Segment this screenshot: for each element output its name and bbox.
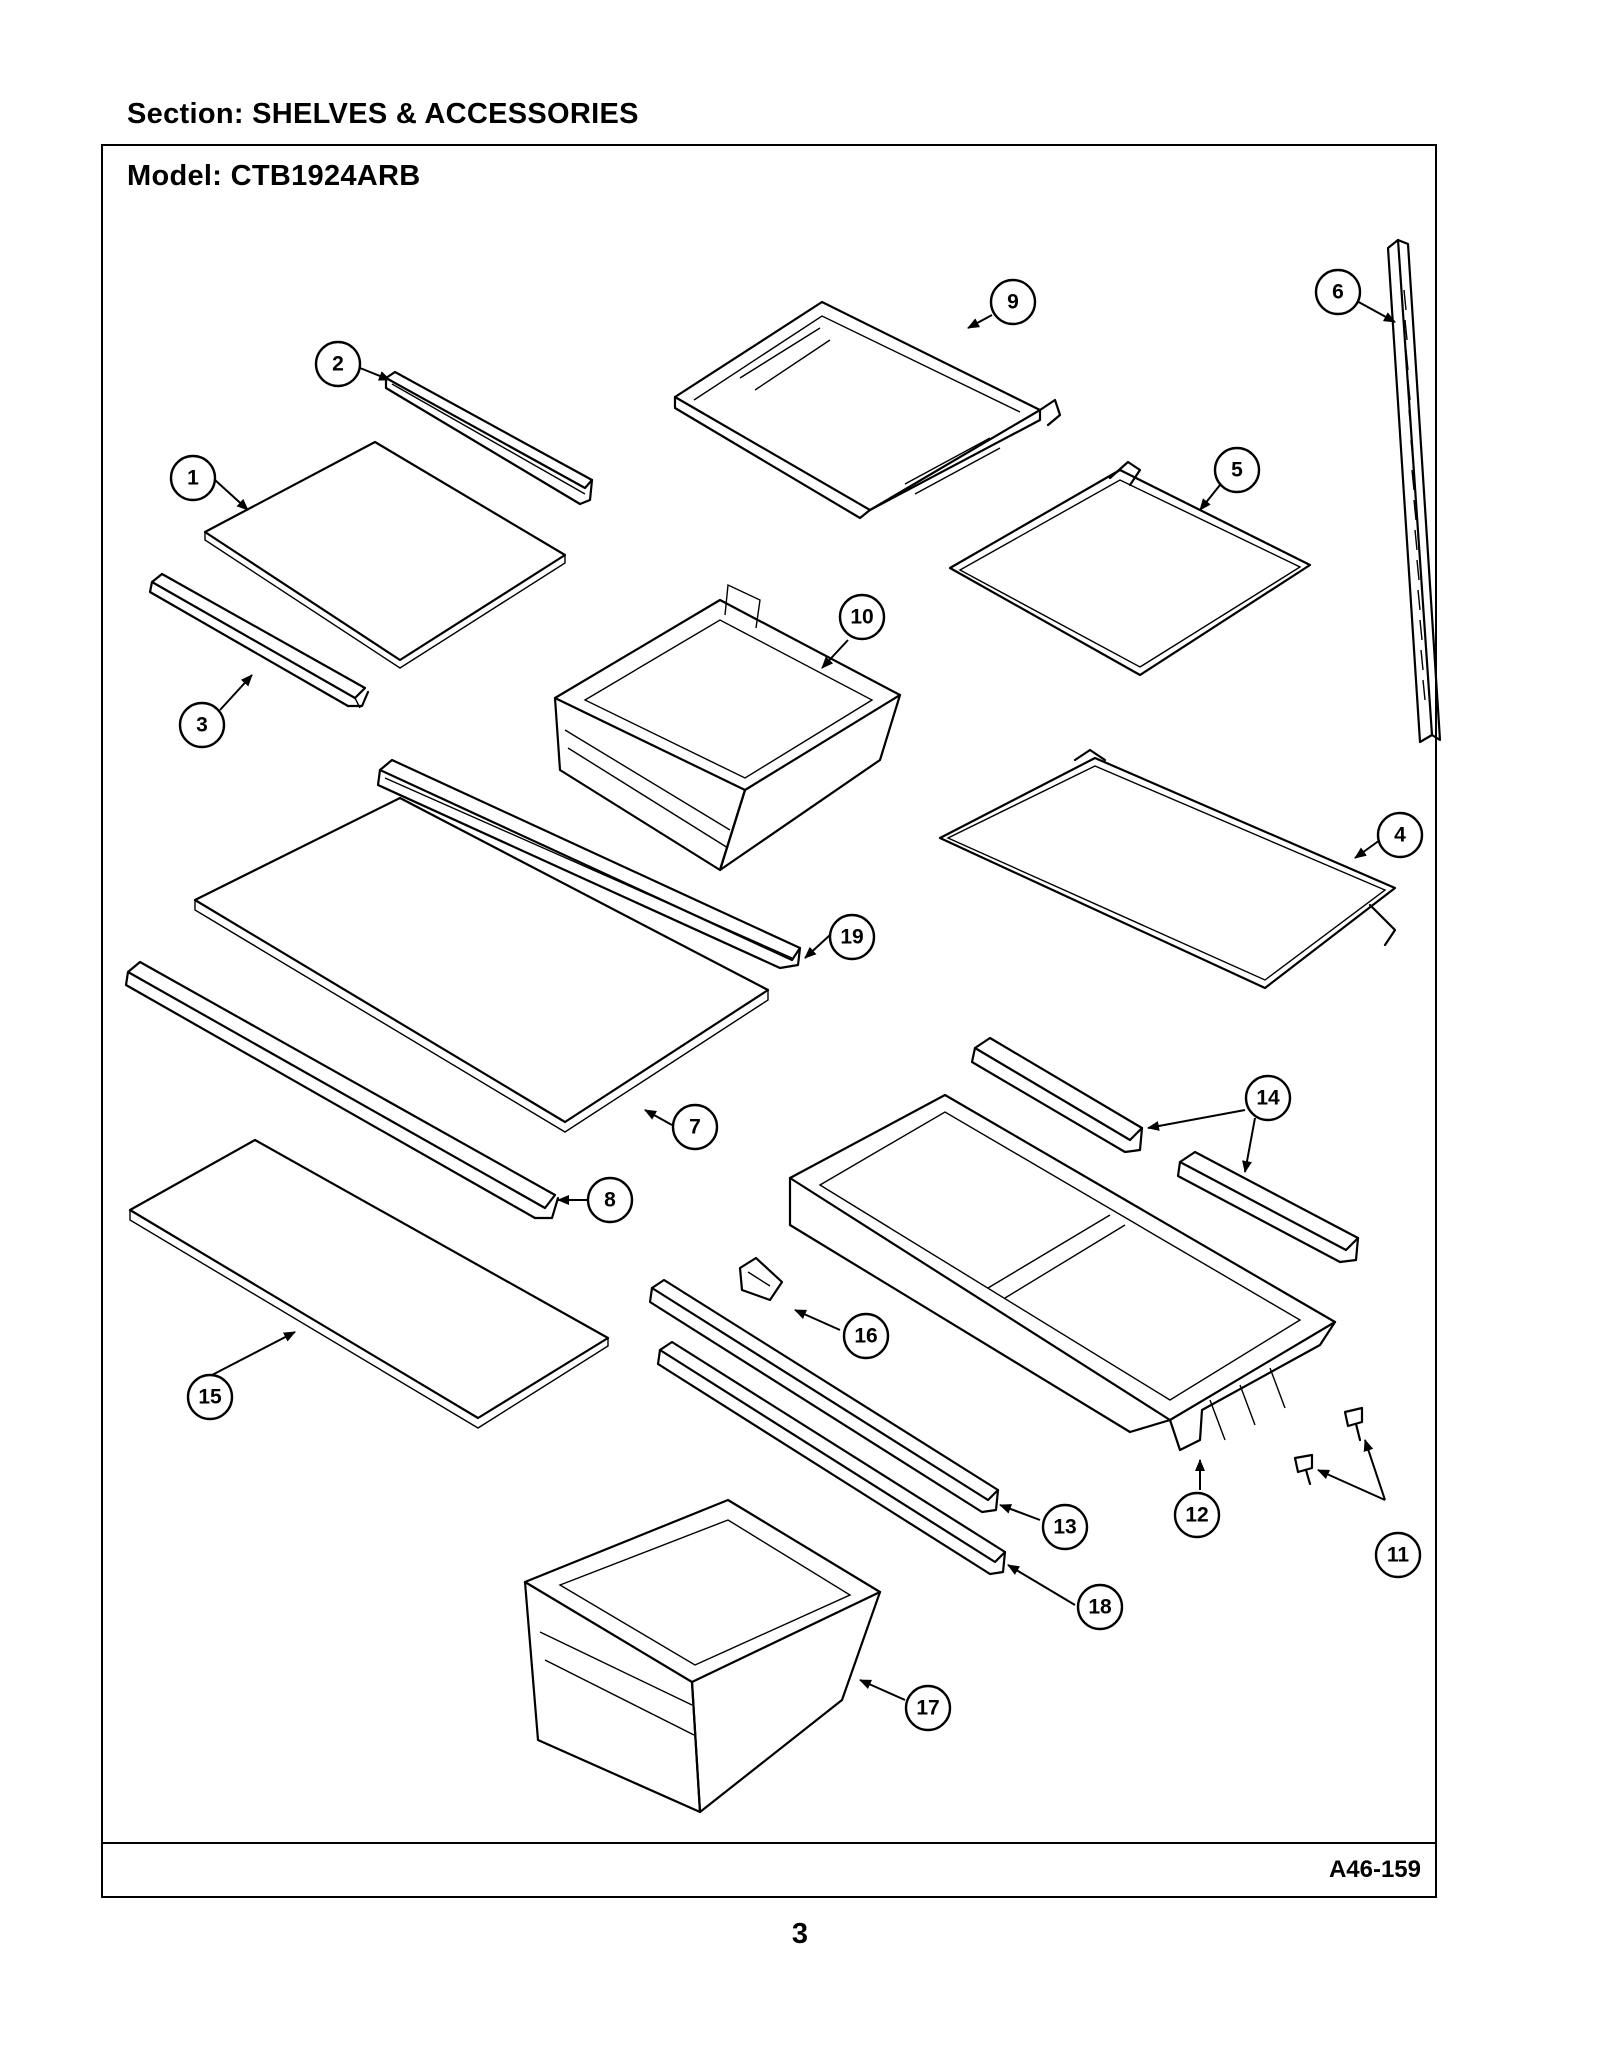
callout-label: 6 (1332, 281, 1344, 304)
diagram-code: A46-159 (1328, 1856, 1421, 1883)
callout-label: 16 (854, 1325, 877, 1348)
part-7-glass-shelf-large (193, 796, 770, 1133)
callout-8: 8 (586, 1176, 634, 1224)
part-15-glass-shelf-bottom (128, 1138, 610, 1429)
callout-label: 7 (689, 1116, 701, 1139)
callout-label: 10 (850, 606, 873, 629)
part-10-drawer (553, 583, 902, 872)
callout-label: 13 (1053, 1516, 1076, 1539)
callout-label: 1 (187, 467, 199, 490)
callout-6: 6 (1314, 268, 1362, 316)
part-1-glass-shelf-small (203, 440, 567, 669)
model-title: Model: CTB1924ARB (127, 160, 421, 192)
callout-label: 12 (1185, 1504, 1208, 1527)
part-11-screws (1293, 1406, 1364, 1486)
callout-label: 15 (198, 1386, 222, 1409)
callout-2: 2 (314, 340, 362, 388)
callout-3: 3 (178, 701, 226, 749)
callout-label: 11 (1387, 1544, 1410, 1567)
part-16-clip (738, 1256, 784, 1302)
callout-12: 12 (1173, 1491, 1221, 1539)
callout-7: 7 (671, 1103, 719, 1151)
callout-label: 3 (196, 714, 208, 737)
callout-label: 17 (916, 1697, 939, 1720)
callout-15: 15 (186, 1373, 234, 1421)
callout-label: 5 (1231, 459, 1243, 482)
callout-11: 11 (1374, 1531, 1422, 1579)
callout-14: 14 (1244, 1074, 1292, 1122)
callout-19: 19 (828, 913, 876, 961)
diagram-frame (101, 144, 1437, 1898)
callout-4: 4 (1376, 811, 1424, 859)
callout-1: 1 (169, 454, 217, 502)
callout-label: 4 (1394, 824, 1406, 847)
callout-5: 5 (1213, 446, 1261, 494)
callout-label: 14 (1256, 1087, 1280, 1110)
part-18-rail (656, 1340, 1007, 1576)
callout-label: 8 (604, 1189, 616, 1212)
part-3-front-trim (148, 572, 370, 709)
callout-18: 18 (1076, 1583, 1124, 1631)
callout-16: 16 (842, 1312, 890, 1360)
part-5-shelf (948, 460, 1312, 677)
part-13-rail (648, 1278, 1000, 1514)
callout-label: 18 (1088, 1596, 1112, 1619)
part-4-wire-frame (938, 748, 1397, 990)
callout-9: 9 (989, 278, 1037, 326)
callout-10: 10 (838, 593, 886, 641)
page-number: 3 (791, 1918, 809, 1950)
callout-label: 9 (1007, 291, 1019, 314)
part-9-shelf-frame (673, 300, 1062, 520)
part-6-shelf-rail (1386, 238, 1442, 744)
callout-label: 19 (840, 926, 863, 949)
callout-17: 17 (904, 1684, 952, 1732)
part-12-crisper-cover-frame (788, 1093, 1337, 1452)
part-8-front-trim (124, 960, 560, 1220)
callout-13: 13 (1041, 1503, 1089, 1551)
part-2-rear-trim (384, 370, 594, 506)
leader-lines (211, 299, 1396, 1701)
footer-divider (101, 1842, 1437, 1844)
section-title: Section: SHELVES & ACCESSORIES (127, 98, 639, 130)
part-17-crisper-drawer (523, 1498, 882, 1814)
part-19-rear-trim (376, 758, 802, 970)
callout-label: 2 (332, 353, 344, 376)
part-14-crisper-rails (970, 1036, 1360, 1264)
